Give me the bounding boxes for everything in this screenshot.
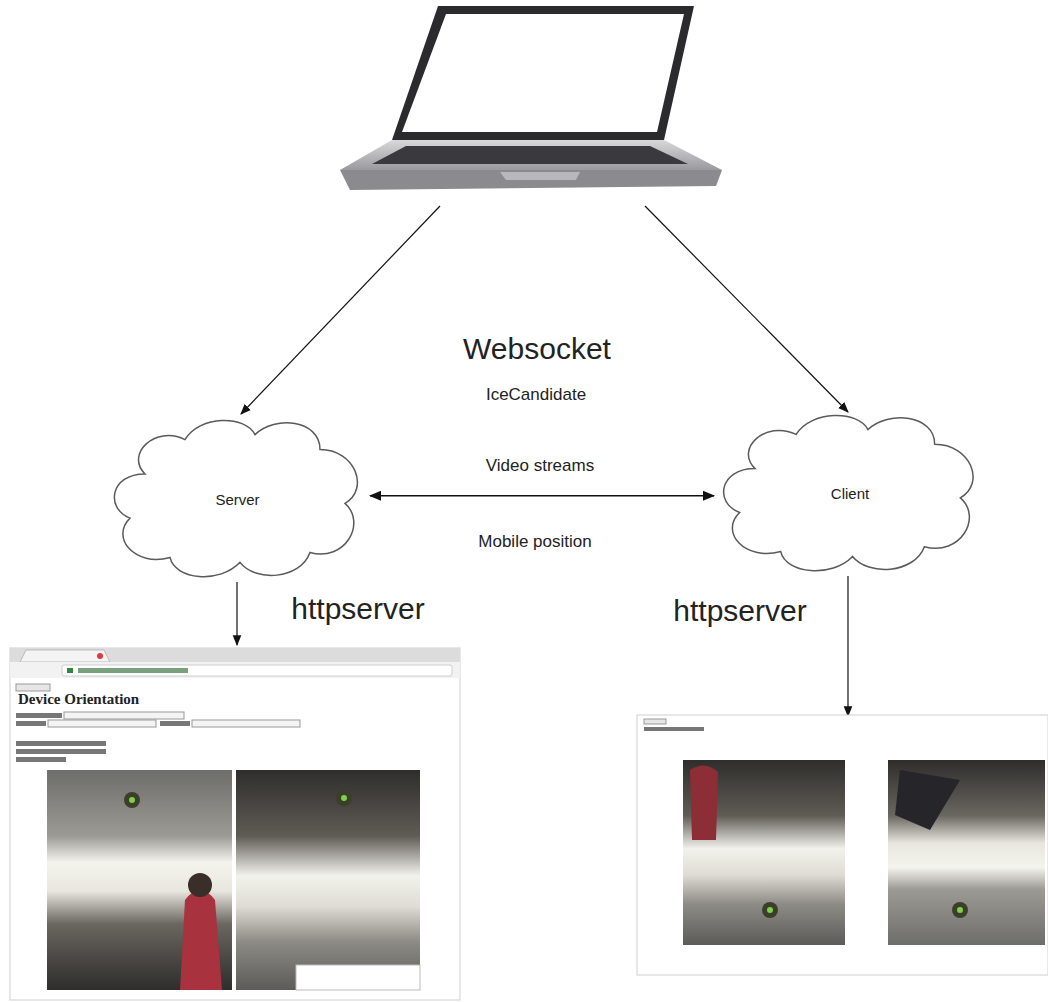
cloud-node: Server (105, 415, 370, 582)
text-label: httpserver (291, 592, 424, 626)
arrow-line (241, 206, 440, 414)
node-label: Server (215, 490, 259, 507)
double-arrow (370, 495, 714, 496)
text-label: IceCandidate (486, 385, 586, 405)
arrow-line (847, 576, 848, 716)
cloud-node: Client (714, 410, 986, 576)
laptop-icon (340, 6, 722, 190)
browser-screenshot (10, 648, 460, 1000)
client-screenshot (637, 715, 1048, 975)
text-label: Mobile position (478, 532, 591, 552)
arrow-line (645, 206, 848, 412)
node-label: Client (831, 485, 869, 502)
arrow-line (236, 582, 237, 645)
text-label: Device Orientation (18, 691, 139, 708)
text-label: Websocket (463, 332, 611, 366)
text-label: Video streams (486, 456, 594, 476)
text-label: httpserver (673, 594, 806, 628)
